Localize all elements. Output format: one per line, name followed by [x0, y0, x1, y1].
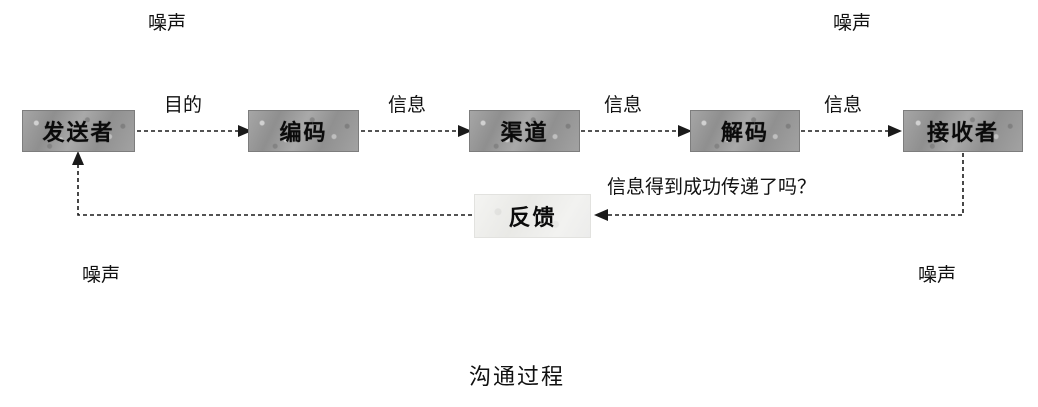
edge-label-feedback-question: 信息得到成功传递了吗？	[607, 177, 817, 198]
node-receiver[interactable]: 接收者	[903, 110, 1023, 152]
node-sender[interactable]: 发送者	[22, 110, 135, 152]
noise-label-bottom-right: 噪声	[918, 265, 957, 286]
edge-label-purpose: 目的	[164, 95, 203, 116]
edge-receiver-to-feedback	[594, 153, 964, 221]
edge-decode-to-receiver	[801, 125, 902, 137]
node-decode[interactable]: 解码	[690, 110, 800, 152]
noise-label-bottom-left: 噪声	[82, 265, 121, 286]
node-channel-label: 渠道	[500, 120, 549, 145]
edge-sender-to-encode	[137, 125, 252, 137]
node-encode[interactable]: 编码	[248, 110, 359, 152]
node-feedback[interactable]: 反馈	[474, 194, 591, 238]
node-decode-label: 解码	[720, 120, 769, 145]
edge-channel-to-decode	[581, 125, 692, 137]
node-encode-label: 编码	[279, 120, 328, 145]
node-channel[interactable]: 渠道	[469, 110, 580, 152]
edge-label-message-1: 信息	[388, 95, 427, 116]
edge-feedback-to-sender	[72, 151, 472, 216]
noise-label-top-left: 噪声	[148, 13, 187, 34]
node-sender-label: 发送者	[42, 120, 115, 145]
noise-label-top-right: 噪声	[833, 13, 872, 34]
diagram-caption: 沟通过程	[469, 364, 566, 389]
edge-label-message-3: 信息	[824, 95, 863, 116]
node-receiver-label: 接收者	[926, 120, 999, 145]
edge-label-message-2: 信息	[604, 95, 643, 116]
node-feedback-label: 反馈	[508, 205, 557, 230]
edge-encode-to-channel	[361, 125, 472, 137]
